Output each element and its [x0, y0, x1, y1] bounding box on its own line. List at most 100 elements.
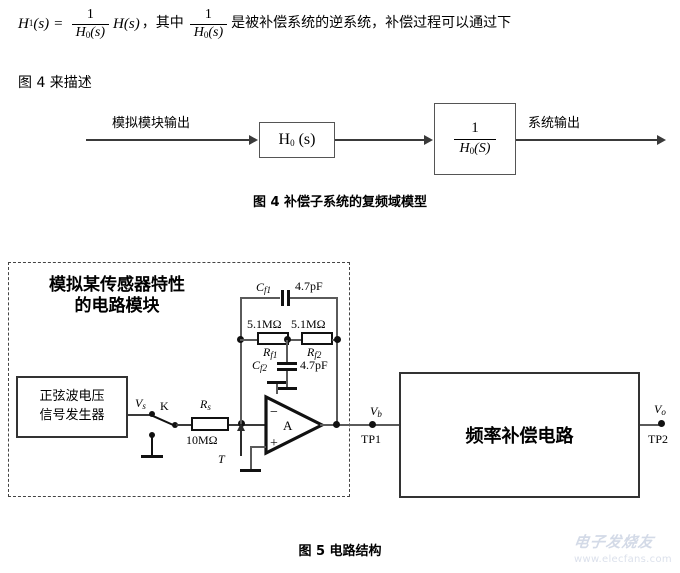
tp1-label: TP1 — [361, 432, 382, 446]
block-inverse-h0: 1 H0(S) — [434, 103, 516, 175]
wire-switch-to-rs — [176, 424, 192, 426]
wire-inverse-to-output — [516, 139, 658, 141]
wire-noninverting-to-ground — [250, 446, 252, 470]
rs-value: 10MΩ — [186, 433, 218, 447]
wire-rs-to-inverting-input — [229, 424, 291, 426]
cf1-value: 4.7pF — [295, 279, 323, 293]
equation-lhs-symbol: H — [18, 15, 29, 32]
opamp-top-stem — [276, 382, 278, 394]
arrowhead-into-h0 — [249, 135, 258, 145]
opamp-top-bar — [267, 381, 286, 384]
tp1-node-dot — [369, 421, 376, 428]
cf2-plate-bottom — [277, 368, 297, 371]
block-h0-symbol: H — [278, 131, 291, 148]
rf2-value: 5.1MΩ — [291, 317, 326, 331]
opamp-inverting-sign: − — [270, 405, 278, 420]
equation-lhs-argument: (s) — [33, 15, 50, 32]
switch-ground-bar — [141, 455, 163, 458]
analog-module-title: 模拟某传感器特性 的电路模块 — [22, 275, 212, 318]
compensation-circuit-box: 频率补偿电路 — [399, 372, 640, 498]
cf2-value: 4.7pF — [300, 358, 328, 372]
fraction-denominator: H0(s) — [71, 23, 110, 41]
rf-mid-node — [284, 336, 291, 343]
wire-input-to-h0 — [86, 139, 249, 141]
switch-ground-stem — [151, 437, 153, 455]
paragraph-text-middle: ，其中 — [141, 15, 184, 32]
wire-generator-to-switch — [128, 414, 152, 416]
wire-rf1-to-mid — [288, 339, 302, 341]
switch-label: K — [160, 399, 169, 413]
wire-cf1-right — [290, 297, 338, 299]
wire-noninverting-input — [250, 446, 266, 448]
paragraph-text-tail: 是被补偿系统的逆系统，补偿过程可以通过下 — [231, 15, 512, 32]
rf1-value: 5.1MΩ — [247, 317, 282, 331]
switch-throw-node — [149, 432, 155, 438]
fraction-one-over-h0: 1 H0(s) — [71, 7, 110, 41]
cf2-plate-top — [277, 362, 297, 365]
signal-generator-box: 正弦波电压 信号发生器 — [16, 376, 128, 438]
fraction-numerator: 1 — [86, 7, 94, 22]
fraction-one-over-h0-second: 1 H0(s) — [189, 7, 228, 41]
opamp-label: A — [283, 418, 293, 433]
signal-generator-line1: 正弦波电压 — [39, 389, 105, 405]
tp2-label: TP2 — [648, 432, 669, 446]
equation-rhs-symbol: H — [113, 15, 124, 32]
equation-lhs-subscript: 1 — [28, 18, 34, 29]
block-h0-subscript: 0 — [290, 138, 295, 148]
t-arrow-stem — [240, 430, 242, 456]
analog-module-title-line2: 的电路模块 — [74, 296, 160, 317]
paragraph-second-line: 图 4 来描述 — [18, 75, 92, 91]
output-feedback-node — [333, 421, 340, 428]
block-diagram-output-label: 系统输出 — [528, 116, 581, 131]
t-label: T — [218, 452, 225, 466]
block-h0-argument: (s) — [298, 131, 316, 148]
vo-label: Vo — [654, 402, 666, 417]
watermark: 电子发烧友 www.elecfans.com — [572, 531, 678, 571]
feedback-left-rail — [240, 297, 242, 424]
wire-cf2-to-ground — [286, 371, 288, 387]
opamp-triangle — [263, 394, 326, 456]
tp2-node-dot — [658, 420, 665, 427]
resistor-rf2 — [301, 332, 333, 345]
cf2-ground-bar — [276, 387, 297, 390]
fraction-numerator-2: 1 — [204, 7, 212, 22]
opamp-noninverting-sign: + — [270, 436, 278, 451]
arrowhead-output — [657, 135, 666, 145]
block-h0: H0 (s) — [259, 122, 335, 158]
wire-to-rf1 — [240, 339, 258, 341]
wire-h0-to-inverse — [335, 139, 424, 141]
cf1-plate-left — [281, 290, 284, 306]
figure-5-caption: 图 5 电路结构 — [298, 544, 382, 559]
block-inverse-denominator: H0(S) — [453, 139, 497, 157]
watermark-url: www.elecfans.com — [574, 554, 672, 565]
block-diagram-input-label: 模拟模块输出 — [112, 116, 191, 131]
cf1-label: Cf1 — [256, 280, 272, 295]
analog-module-title-line1: 模拟某传感器特性 — [49, 275, 185, 295]
vb-label: Vb — [370, 404, 382, 419]
wire-opamp-output — [320, 424, 410, 426]
wire-mid-to-cf2 — [286, 340, 288, 362]
cf2-label: Cf2 — [252, 358, 268, 373]
equation-equals-sign: = — [54, 15, 63, 32]
analog-module-dashed-border — [8, 262, 350, 497]
t-arrow-head — [237, 423, 245, 431]
block-inverse-numerator: 1 — [471, 120, 479, 137]
switch-contact-node — [172, 422, 178, 428]
cf1-plate-right — [287, 290, 290, 306]
wire-comp-output — [640, 424, 664, 426]
vs-label: Vs — [135, 396, 146, 411]
fraction-denominator-2: H0(s) — [189, 23, 228, 41]
opamp-ground-bar — [240, 469, 261, 472]
rs-label: Rs — [200, 397, 211, 412]
watermark-brand: 电子发烧友 — [572, 533, 656, 551]
compensation-circuit-label: 频率补偿电路 — [465, 426, 574, 447]
rf2-label: Rf2 — [307, 345, 322, 360]
resistor-rs — [191, 417, 229, 431]
arrowhead-into-inverse — [424, 135, 433, 145]
feedback-right-rail — [336, 297, 338, 424]
signal-generator-line2: 信号发生器 — [39, 408, 105, 423]
figure-4-caption: 图 4 补偿子系统的复频域模型 — [252, 195, 428, 210]
rf-right-node — [334, 336, 341, 343]
wire-cf1-left — [240, 297, 280, 299]
